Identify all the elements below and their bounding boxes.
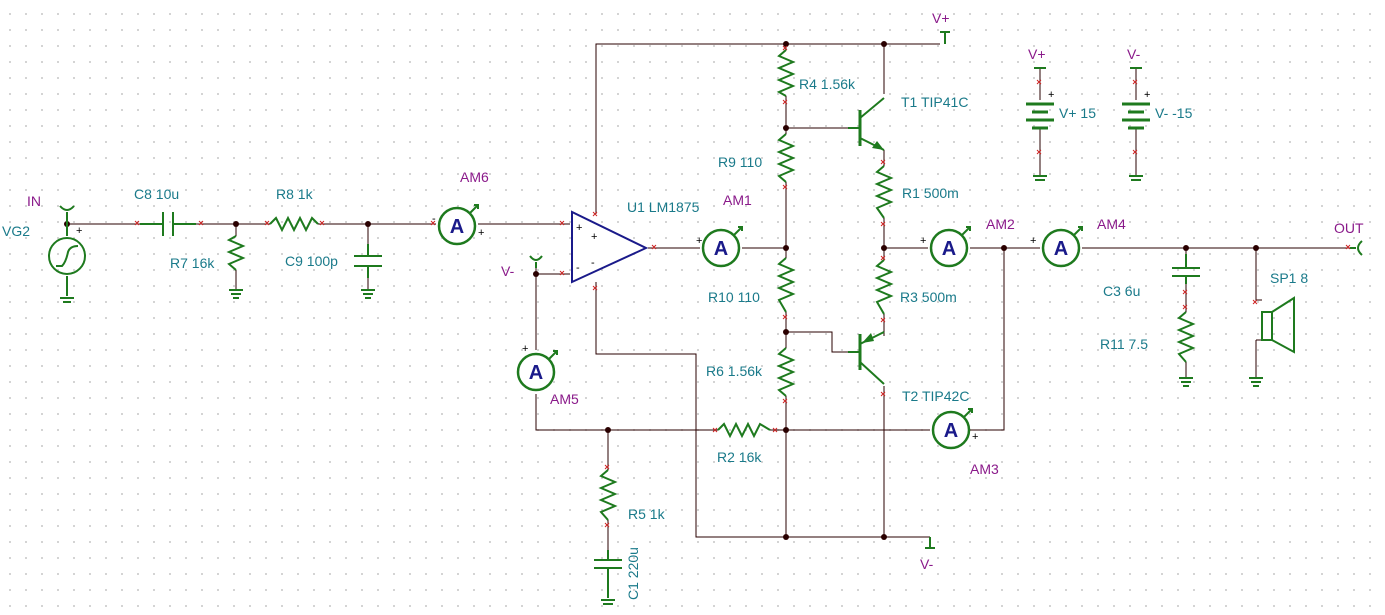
r5-label: R5 1k [628, 506, 666, 522]
r4-label: R4 1.56k [799, 76, 856, 92]
r11-label: R11 7.5 [1100, 336, 1148, 352]
r5-resistor[interactable] [598, 469, 618, 521]
u1-opamp[interactable]: + - + - [571, 210, 649, 284]
vminus-source-value: V- -15 [1155, 105, 1193, 121]
r10-label: R10 110 [708, 289, 760, 305]
t2-label: T2 TIP42C [902, 388, 969, 404]
c3-capacitor[interactable] [1172, 254, 1200, 284]
r8-resistor[interactable] [269, 215, 319, 233]
am1-letter: A [714, 238, 728, 260]
vg2-label: VG2 [2, 223, 30, 239]
u1-vminus-pin: - [591, 257, 595, 269]
u1-minus-in: - [576, 262, 580, 274]
labels: IN VG2 C8 10u R8 1k R7 16k C9 100p AM6 U… [2, 10, 1364, 600]
vminus-source-plus: + [1144, 89, 1150, 101]
am1-label: AM1 [723, 192, 752, 208]
r11-resistor[interactable] [1176, 311, 1196, 387]
am3-ammeter[interactable]: A + [931, 408, 978, 450]
t2-transistor[interactable] [848, 331, 885, 385]
am2-ammeter[interactable]: A + [920, 226, 971, 268]
r6-label: R6 1.56k [706, 363, 763, 379]
vplus-source-value: V+ 15 [1059, 105, 1096, 121]
r7-label: R7 16k [170, 255, 215, 271]
am5-label: AM5 [550, 391, 579, 407]
r1-label: R1 500m [902, 185, 959, 201]
c8-capacitor[interactable] [140, 212, 196, 236]
c8-label: C8 10u [134, 186, 179, 202]
r6-resistor[interactable] [776, 347, 796, 397]
am5-plus: + [522, 343, 528, 355]
c9-capacitor[interactable] [354, 244, 382, 299]
am6-minus: - [432, 213, 436, 225]
r2-label: R2 16k [717, 449, 762, 465]
vplus-top-terminal[interactable] [940, 31, 950, 44]
r9-resistor[interactable] [776, 133, 796, 183]
r10-resistor[interactable] [776, 257, 796, 313]
am3-letter: A [944, 420, 958, 442]
am1-ammeter[interactable]: A + [696, 226, 743, 268]
am3-label: AM3 [970, 461, 999, 477]
am2-plus: + [920, 235, 926, 247]
u1-vplus-pin: + [591, 231, 597, 243]
am4-letter: A [1054, 238, 1068, 260]
am1-plus: + [696, 235, 702, 247]
am6-label: AM6 [460, 169, 489, 185]
c1-capacitor[interactable] [594, 550, 622, 605]
c3-label: C3 6u [1103, 283, 1140, 299]
junctions [64, 41, 1259, 540]
am2-letter: A [942, 238, 956, 260]
am5-ammeter[interactable]: A + [516, 343, 558, 392]
am4-ammeter[interactable]: A + [1030, 226, 1083, 268]
vminus-source[interactable]: + [1122, 67, 1150, 181]
vminus-bottom-label: V- [920, 556, 934, 572]
in-port-label: IN [27, 193, 41, 209]
vplus-source-label: V+ [1028, 46, 1046, 62]
am4-plus: + [1030, 235, 1036, 247]
r3-label: R3 500m [900, 289, 957, 305]
am4-label: AM4 [1097, 216, 1126, 232]
r2-resistor[interactable] [717, 421, 771, 439]
out-port-label: OUT [1334, 220, 1364, 236]
c9-label: C9 100p [285, 253, 338, 269]
r3-resistor[interactable] [874, 259, 894, 315]
vg2-plus-sign: + [76, 225, 82, 237]
wires [67, 43, 1350, 550]
u1-plus-in: + [576, 222, 582, 234]
r8-label: R8 1k [276, 186, 314, 202]
am6-letter: A [450, 216, 464, 238]
vplus-top-label: V+ [932, 10, 950, 26]
out-port[interactable] [1350, 240, 1363, 256]
am5-letter: A [529, 362, 543, 384]
r9-label: R9 110 [718, 154, 762, 170]
am3-plus: + [972, 431, 978, 443]
r1-resistor[interactable] [874, 165, 894, 219]
u1-label: U1 LM1875 [627, 199, 700, 215]
c1-label: C1 220u [625, 547, 641, 600]
t1-transistor[interactable] [848, 97, 885, 151]
vminus-opamp-terminal[interactable] [529, 255, 543, 268]
vminus-source-label: V- [1127, 46, 1141, 62]
am6-plus: + [478, 227, 484, 239]
sp1-label: SP1 8 [1270, 270, 1308, 286]
vplus-source-plus: + [1048, 89, 1054, 101]
am6-ammeter[interactable]: A - + [432, 204, 484, 246]
r4-resistor[interactable] [776, 49, 796, 97]
pin-marks [134, 45, 1351, 528]
vminus-bottom-terminal[interactable] [925, 537, 935, 549]
vminus-opamp-label: V- [501, 263, 515, 279]
sp1-speaker[interactable] [1249, 296, 1295, 387]
vplus-source[interactable]: + [1026, 67, 1054, 181]
vg2-source[interactable]: + [48, 205, 86, 303]
am2-label: AM2 [986, 216, 1015, 232]
r7-resistor[interactable] [226, 235, 246, 299]
t1-label: T1 TIP41C [901, 94, 968, 110]
